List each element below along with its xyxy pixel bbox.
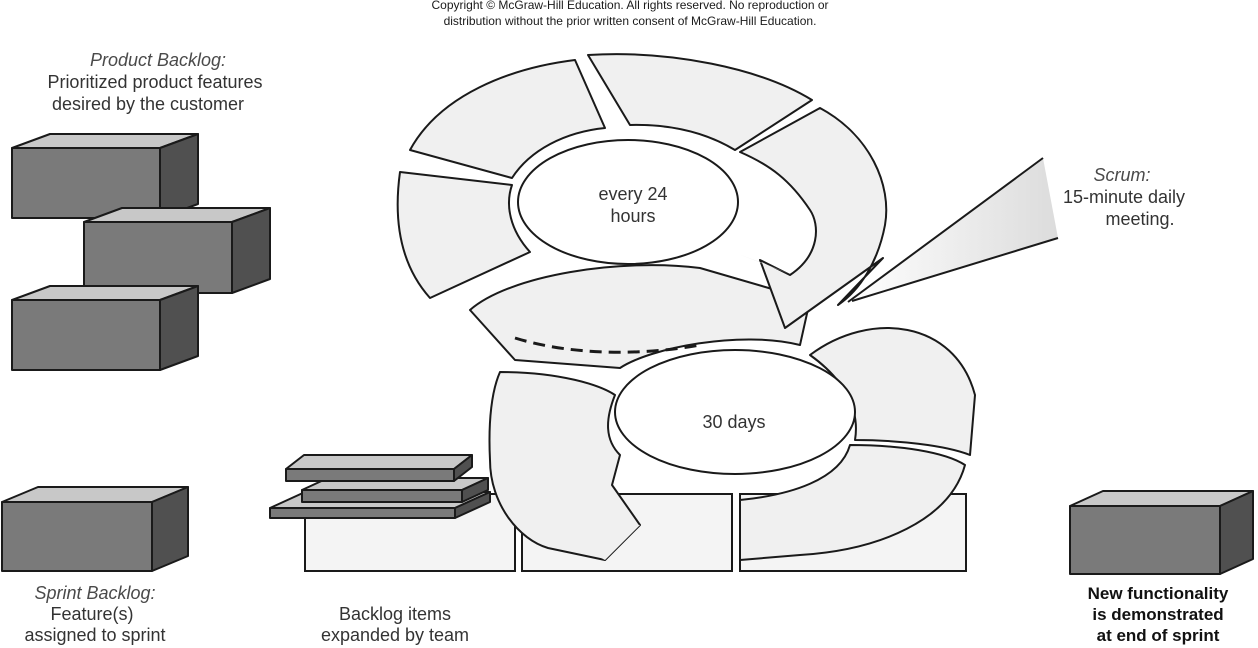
- product-backlog-line-1: Prioritized product features: [47, 72, 262, 92]
- sprint-backlog-line-2: assigned to sprint: [24, 625, 165, 645]
- daily-cycle-arrow-tip: [738, 254, 790, 274]
- sprint-cycle-loop: [469, 264, 976, 561]
- product-backlog-box-3: [11, 285, 199, 371]
- new-functionality-line-2: is demonstrated: [1092, 605, 1223, 624]
- backlog-item-slabs: [269, 454, 491, 519]
- backlog-items-line-2: expanded by team: [321, 625, 469, 645]
- new-functionality-line-3: at end of sprint: [1097, 626, 1220, 645]
- product-backlog-line-2: desired by the customer: [52, 94, 244, 114]
- product-backlog-box-1: [11, 133, 199, 219]
- scrum-title: Scrum:: [1093, 165, 1150, 185]
- product-backlog-box-2: [83, 207, 271, 294]
- sprint-cycle-center: [614, 349, 856, 475]
- sprint-backlog-title: Sprint Backlog:: [34, 583, 155, 603]
- daily-cycle-loop: [396, 53, 888, 329]
- sprint-cycle-label: 30 days: [702, 412, 765, 432]
- sprint-cycle-gap-dash: [514, 336, 701, 354]
- scrum-line-1: 15-minute daily: [1063, 187, 1185, 207]
- sprint-backlog-box: [1, 486, 189, 572]
- product-backlog-title: Product Backlog:: [90, 50, 226, 70]
- daily-cycle-label-2: hours: [610, 206, 655, 226]
- copyright-line-2: distribution without the prior written c…: [444, 14, 817, 28]
- new-functionality-line-1: New functionality: [1088, 584, 1229, 603]
- scrum-callout-line-bottom: [851, 237, 1059, 302]
- scrum-callout-beam: [848, 158, 1058, 302]
- scrum-line-2: meeting.: [1105, 209, 1174, 229]
- sprint-backlog-line-1: Feature(s): [50, 604, 133, 624]
- backlog-items-line-1: Backlog items: [339, 604, 451, 624]
- daily-cycle-label-1: every 24: [598, 184, 667, 204]
- product-increment-box: [1069, 490, 1254, 575]
- daily-cycle-center: [517, 139, 739, 265]
- scrum-callout-line-top: [847, 157, 1044, 303]
- copyright-line-1: Copyright © McGraw-Hill Education. All r…: [432, 0, 829, 12]
